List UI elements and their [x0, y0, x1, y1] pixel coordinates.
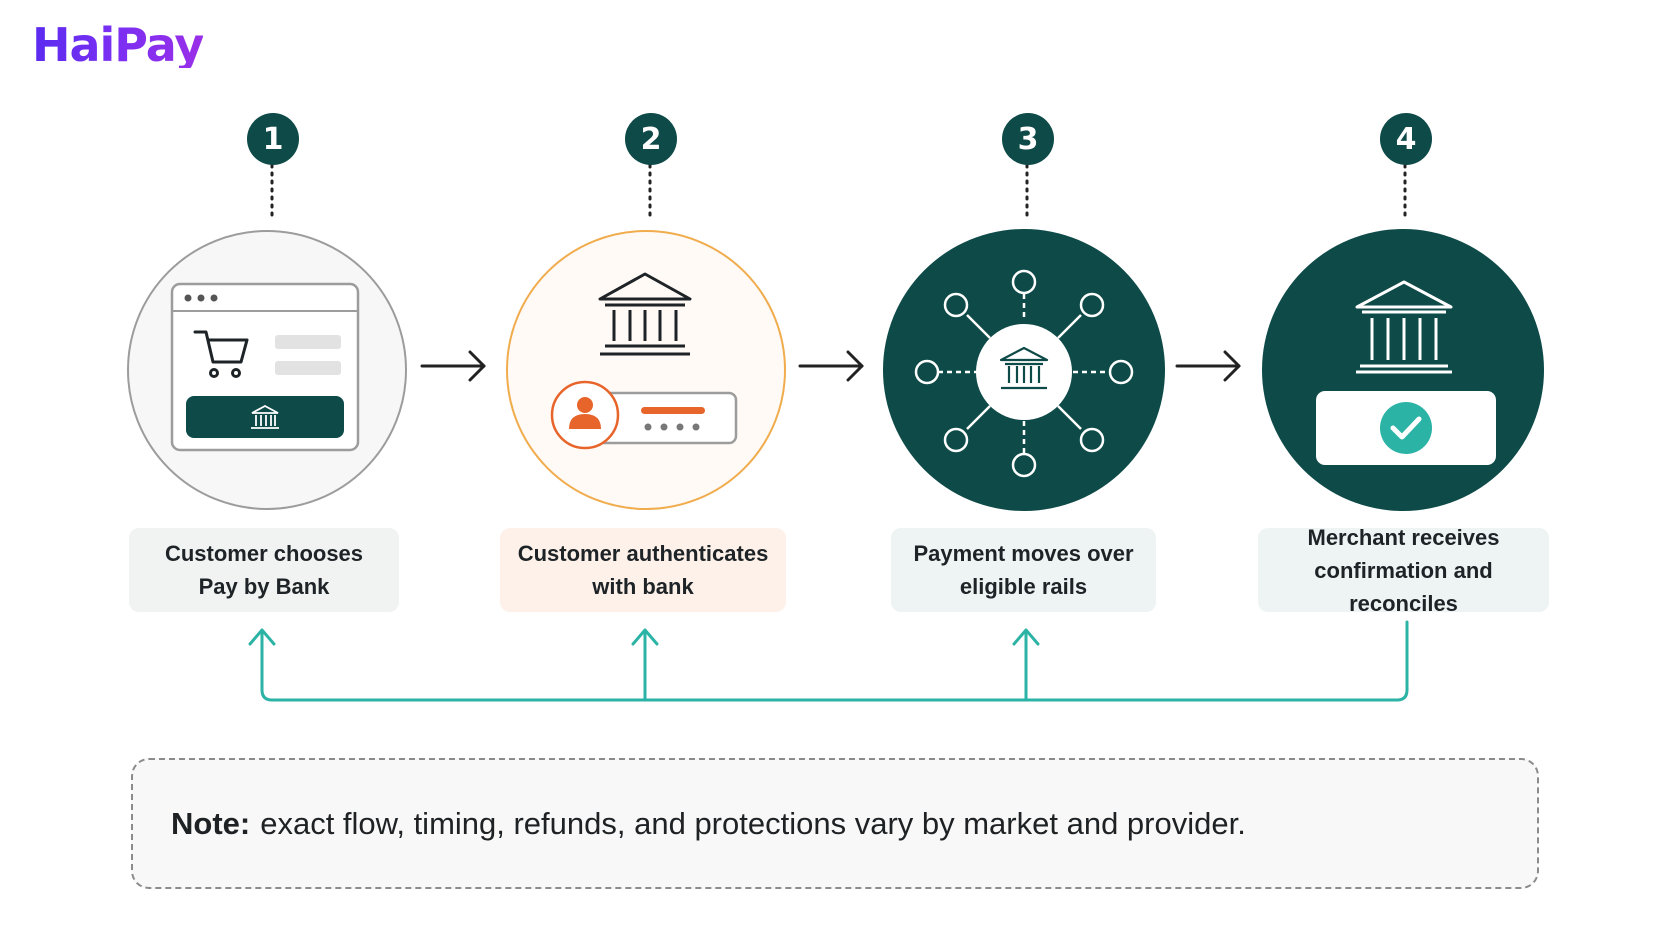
confirmation-badge — [1380, 402, 1432, 454]
arrow-2 — [798, 350, 864, 382]
username-bar — [641, 407, 705, 414]
password-dot — [676, 423, 684, 431]
network-node — [914, 359, 940, 385]
pay-by-bank-button — [186, 396, 344, 438]
step-1-label: Customer chooses Pay by Bank — [129, 528, 399, 612]
network-node — [943, 292, 969, 318]
network-node — [1011, 452, 1037, 478]
brand-logo: HaiPay — [32, 18, 204, 72]
step-2-label: Customer authenticates with bank — [500, 528, 786, 612]
step-3-illustration — [883, 229, 1165, 511]
loop-arrow-1 — [248, 628, 276, 646]
step-4-illustration — [1262, 229, 1544, 511]
feedback-loop — [248, 620, 1409, 702]
step-1-number: 1 — [247, 113, 299, 165]
network-node — [1079, 292, 1105, 318]
window-dot — [197, 294, 205, 302]
password-dot — [644, 423, 652, 431]
password-dot — [660, 423, 668, 431]
window-dot — [184, 294, 192, 302]
step-1-illustration — [127, 230, 407, 510]
step-2-illustration — [506, 230, 786, 510]
bank-icon — [999, 346, 1049, 390]
network-node — [1079, 427, 1105, 453]
loop-arrow-3 — [1012, 628, 1040, 646]
step-4-number: 4 — [1380, 113, 1432, 165]
step-3-number: 3 — [1002, 113, 1054, 165]
checkmark-icon — [1390, 416, 1422, 440]
bank-icon — [598, 272, 692, 356]
step-2-number: 2 — [625, 113, 677, 165]
dotted-connectors — [270, 163, 1407, 220]
window-dot — [210, 294, 218, 302]
note-prefix: Note: — [171, 805, 251, 841]
arrow-1 — [420, 350, 486, 382]
note-text: exact flow, timing, refunds, and protect… — [260, 805, 1246, 841]
user-icon — [569, 397, 601, 429]
network-node — [1011, 269, 1037, 295]
step-3-label: Payment moves over eligible rails — [891, 528, 1156, 612]
bank-icon — [1355, 280, 1453, 374]
step-4-label: Merchant receives confirmation and recon… — [1258, 525, 1549, 616]
bank-icon — [251, 404, 279, 429]
loop-arrow-2 — [631, 628, 659, 646]
placeholder-line — [275, 335, 341, 349]
note-box: Note: exact flow, timing, refunds, and p… — [131, 758, 1539, 889]
network-node — [943, 427, 969, 453]
network-icon — [914, 269, 1134, 478]
network-node — [1108, 359, 1134, 385]
arrow-3 — [1175, 350, 1241, 382]
password-dot — [692, 423, 700, 431]
placeholder-line — [275, 361, 341, 375]
shopping-cart-icon — [193, 330, 249, 378]
